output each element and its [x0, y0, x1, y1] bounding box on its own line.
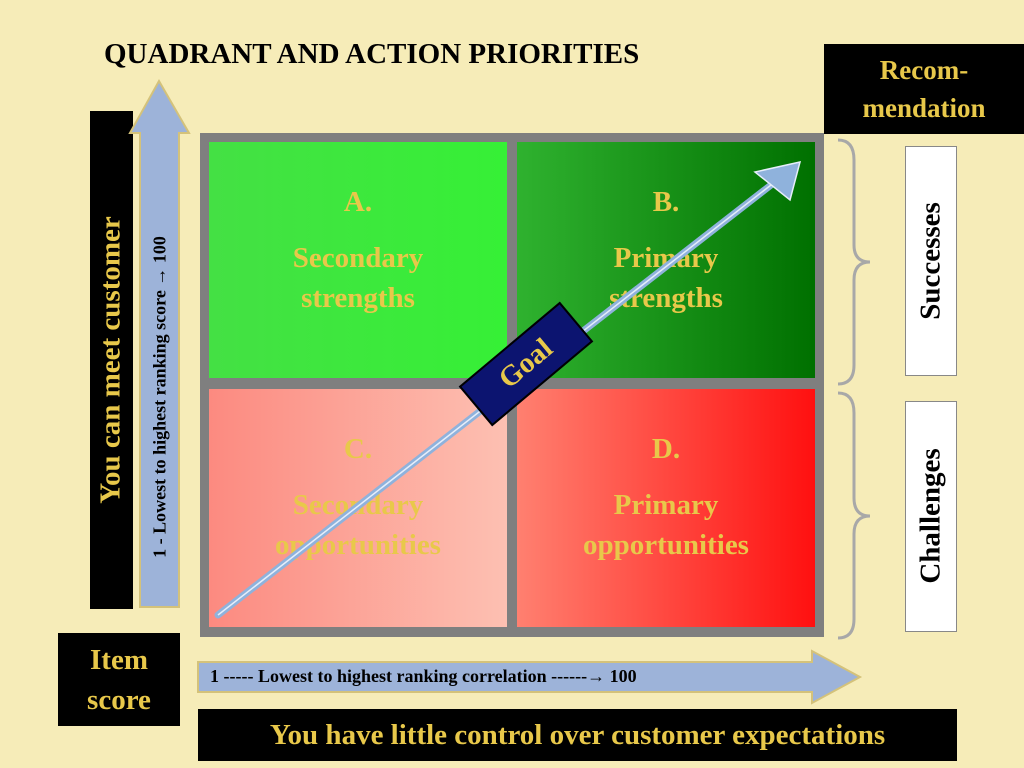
quadrant-d-letter: D. — [651, 433, 681, 465]
quadrant-a-line1: Secondary — [292, 242, 424, 274]
successes-brace — [837, 138, 871, 386]
challenges-box — [905, 401, 957, 632]
quadrant-c-letter: C. — [343, 433, 373, 465]
quadrant-b-letter: B. — [652, 186, 680, 218]
successes-label: Successes — [914, 202, 947, 320]
x-axis-scale: 1 ----- Lowest to highest ranking correl… — [210, 666, 637, 686]
successes-box — [905, 146, 957, 376]
y-axis-label-bar — [90, 111, 133, 609]
x-axis-arrow — [197, 649, 863, 705]
item-score-line1: Item — [90, 644, 148, 676]
quadrant-a-letter: A. — [343, 186, 373, 218]
recommendation-line2: mendation — [862, 93, 986, 123]
item-score-box: Item score — [58, 633, 180, 726]
bottom-banner: You have little control over customer ex… — [198, 709, 957, 761]
challenges-label: Challenges — [914, 448, 947, 584]
recommendation-box: Recom- mendation — [824, 44, 1024, 134]
item-score-line2: score — [87, 684, 151, 716]
page-title: QUADRANT AND ACTION PRIORITIES — [104, 38, 640, 70]
quadrant-d-line1: Primary — [613, 489, 719, 521]
challenges-brace — [837, 391, 871, 640]
quadrant-d-line2: opportunities — [583, 529, 749, 561]
quadrant-d: D. Primary opportunities — [517, 389, 815, 627]
recommendation-line1: Recom- — [879, 55, 969, 85]
quadrant-a: A. Secondary strengths — [209, 142, 507, 378]
quadrant-a-line2: strengths — [301, 282, 415, 314]
y-axis-arrow — [128, 78, 191, 608]
